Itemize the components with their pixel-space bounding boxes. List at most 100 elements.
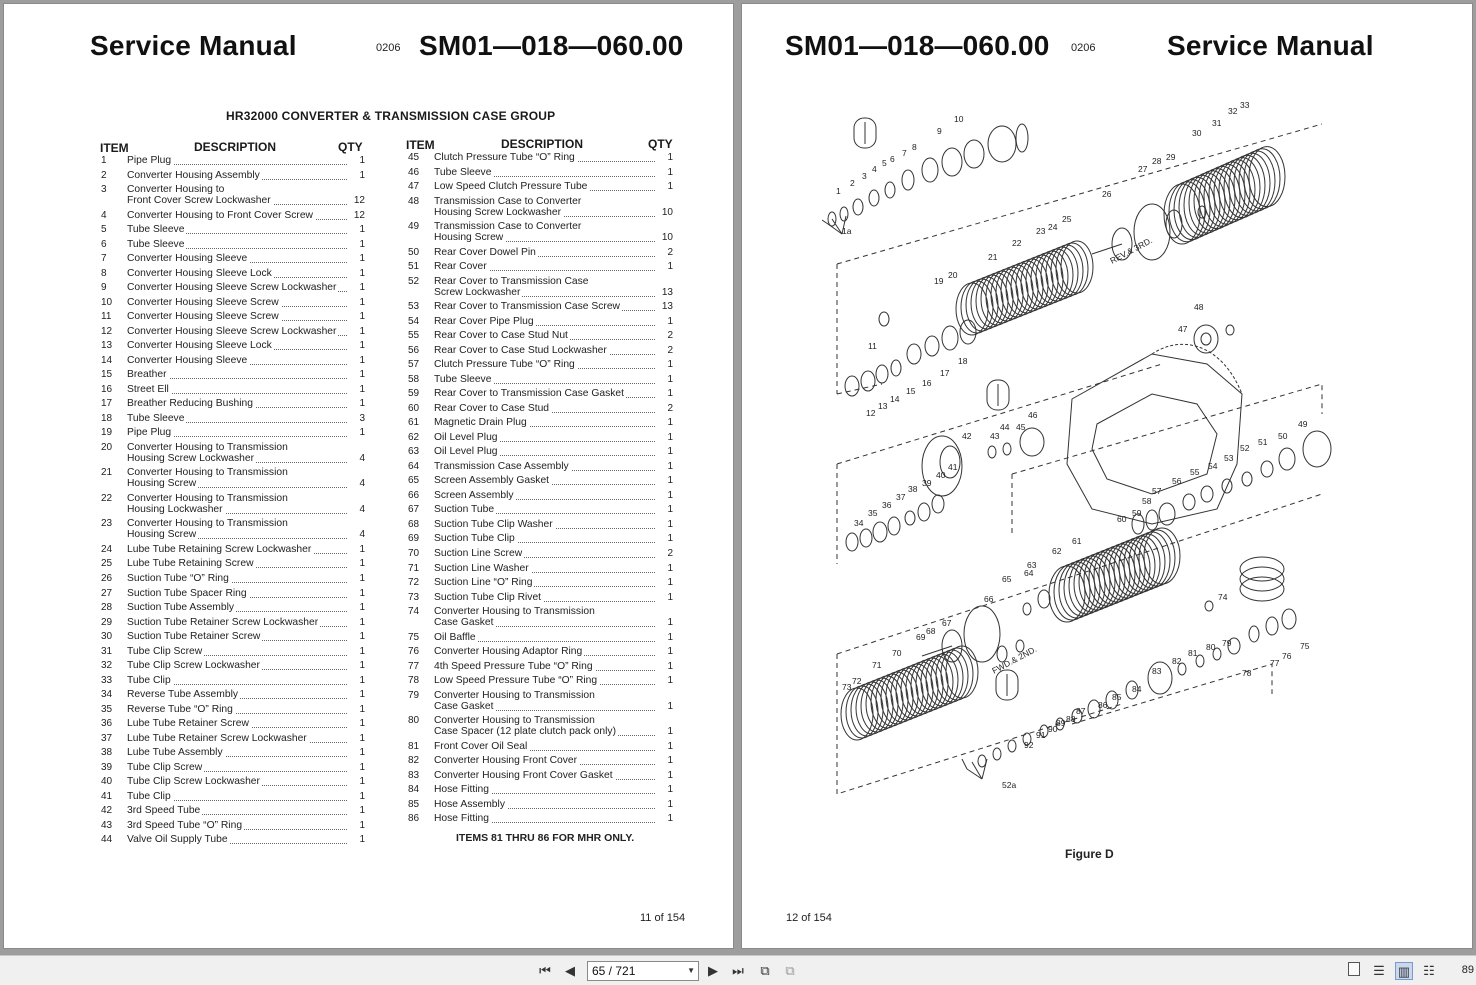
item-description: Rear Cover to Transmission Case Gasket [434, 388, 626, 400]
clutch-disc [1055, 242, 1089, 296]
item-description-cell: 3rd Speed Tube “O” Ring [127, 819, 349, 831]
item-qty: 1 [667, 591, 673, 603]
svg-text:65: 65 [1002, 574, 1012, 584]
item-number: 31 [101, 645, 113, 657]
item-description: Low Speed Clutch Pressure Tube [434, 181, 590, 193]
item-description: 3rd Speed Tube [127, 805, 203, 817]
item-number: 60 [408, 402, 420, 414]
facing-icon[interactable]: ▥ [1395, 962, 1413, 980]
item-number: 65 [408, 475, 420, 487]
svg-text:1a: 1a [842, 226, 852, 236]
single-page-icon[interactable] [1345, 962, 1363, 980]
item-description-cell: Converter Housing Sleeve Screw [127, 296, 349, 308]
item-qty: 12 [353, 209, 365, 221]
leader-dots [434, 440, 655, 442]
svg-text:40: 40 [936, 470, 946, 480]
item-description-cell: Converter Housing to Front Cover Screw L… [127, 184, 349, 207]
item-number: 75 [408, 631, 420, 643]
item-number: 20 [101, 441, 113, 453]
item-description-cell: Reverse Tube Assembly [127, 689, 349, 701]
leader-dots [434, 640, 655, 642]
page-number-field[interactable]: 65 / 721 ▼ [587, 961, 699, 981]
item-description-cell: Converter Housing Assembly [127, 169, 349, 181]
svg-text:10: 10 [954, 114, 964, 124]
item-description-cell: Transmission Case Assembly [434, 460, 657, 472]
item-description: Suction Tube Clip [434, 533, 517, 545]
zoom-level[interactable]: 89 [1461, 964, 1474, 976]
item-description: Breather Reducing Bushing [127, 398, 255, 410]
item-description: Converter Housing Sleeve Screw [127, 311, 281, 323]
item-description-cell: Clutch Pressure Tube “O” Ring [434, 152, 657, 163]
item-description: Lube Tube Retainer Screw [127, 718, 251, 730]
svg-text:81: 81 [1188, 648, 1198, 658]
item-description: Converter Housing Sleeve Screw Lockwashe… [127, 282, 339, 294]
first-page-icon[interactable]: ⏮ [539, 963, 551, 978]
leader-dots [127, 538, 347, 540]
go-back-icon[interactable]: ⧉ [760, 963, 770, 978]
svg-text:52a: 52a [1002, 780, 1016, 790]
item-description-cell: Rear Cover Dowel Pin [434, 246, 657, 258]
item-description: Suction Tube Assembly [127, 602, 237, 614]
item-description-cell: Suction Line Screw [434, 548, 657, 559]
item-number: 58 [408, 373, 420, 385]
svg-text:92: 92 [1024, 740, 1034, 750]
prev-page-icon[interactable]: ◀ [565, 963, 575, 978]
item-description-cell: Converter Housing to Front Cover Screw [127, 209, 349, 221]
header-revision: 0206 [376, 42, 401, 54]
go-forward-icon[interactable]: ⧉ [785, 963, 795, 978]
last-page-icon[interactable]: ⏭ [732, 963, 744, 978]
item-description: Rear Cover to Case Stud [434, 402, 552, 414]
svg-text:11: 11 [868, 341, 877, 351]
item-description: Lube Tube Retaining Screw [127, 558, 256, 570]
continuous-facing-icon[interactable]: ☷ [1423, 963, 1435, 978]
chevron-down-icon[interactable]: ▼ [687, 966, 695, 975]
item-description-cell: Low Speed Clutch Pressure Tube [434, 181, 657, 193]
svg-text:50: 50 [1278, 431, 1288, 441]
document-viewer[interactable]: Service Manual 0206 SM01—018—060.00 HR32… [0, 0, 1476, 955]
svg-text:24: 24 [1048, 222, 1058, 232]
item-number: 39 [101, 761, 113, 773]
item-description-cell: Front Cover Oil Seal [434, 740, 657, 752]
item-description-cell: Tube Sleeve [434, 166, 657, 178]
item-description: Suction Line Screw [434, 548, 525, 559]
item-number: 66 [408, 489, 420, 501]
item-description-cell: Lube Tube Retainer Screw Lockwasher [127, 732, 349, 744]
item-number: 53 [408, 301, 420, 313]
item-qty: 1 [359, 660, 365, 672]
continuous-icon[interactable]: ☰ [1373, 963, 1385, 978]
item-qty: 10 [661, 232, 673, 244]
item-qty: 1 [359, 267, 365, 279]
header-code: SM01—018—060.00 [785, 30, 1050, 61]
next-page-icon[interactable]: ▶ [708, 963, 718, 978]
item-qty: 1 [359, 238, 365, 250]
svg-text:69: 69 [916, 632, 926, 642]
leader-dots [127, 611, 347, 613]
item-description-cell: Tube Clip [127, 790, 349, 802]
svg-text:66: 66 [984, 594, 994, 604]
leader-dots [127, 421, 347, 423]
item-qty: 1 [359, 602, 365, 614]
item-description: Rear Cover [434, 261, 489, 273]
item-number: 32 [101, 660, 113, 672]
item-number: 78 [408, 675, 420, 687]
svg-text:31: 31 [1212, 118, 1222, 128]
item-number: 77 [408, 660, 420, 672]
item-description-cell: Tube Clip Screw [127, 761, 349, 773]
leader-dots [434, 175, 655, 177]
clutch-disc [930, 651, 964, 705]
item-description: Front Cover Oil Seal [434, 740, 530, 752]
